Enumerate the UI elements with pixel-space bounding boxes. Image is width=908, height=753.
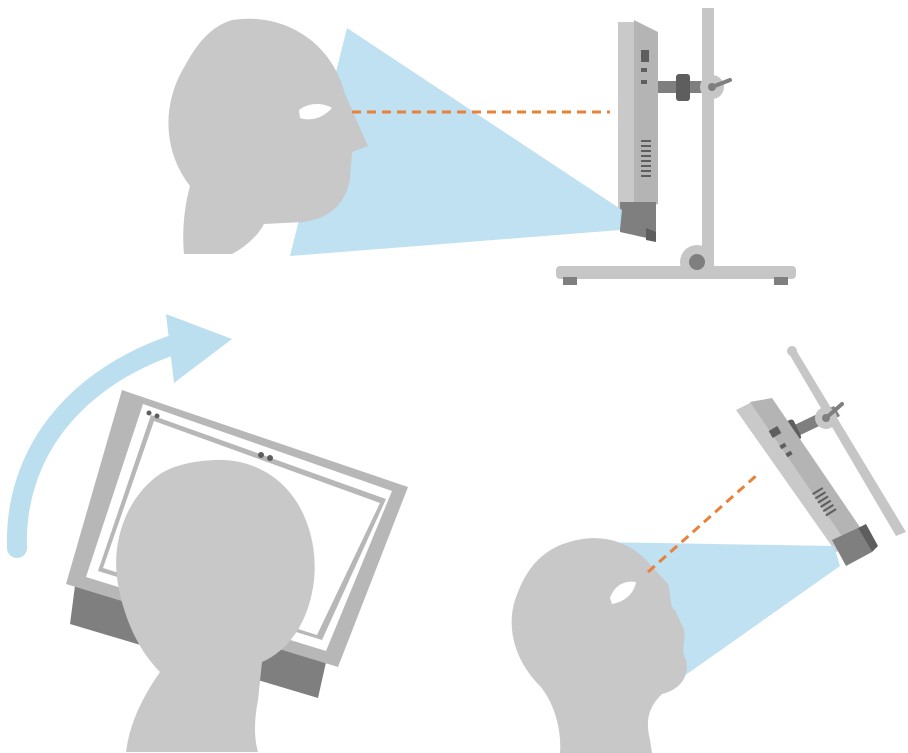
scene-bottom-right-tilted [511, 346, 906, 753]
stand-pole [788, 350, 906, 536]
stand-base [556, 245, 796, 285]
eye-icon [610, 581, 636, 604]
scene-top-upright [168, 8, 796, 285]
eye-icon [299, 104, 332, 120]
eye-tracker-monitor-icon [736, 398, 878, 566]
rotation-arrow-icon [6, 331, 195, 558]
head-silhouette-icon [116, 459, 315, 752]
gaze-line [647, 472, 759, 574]
clamp-knob-icon [650, 74, 732, 101]
scene-bottom-left-rotated [6, 314, 408, 752]
head-silhouette-icon [511, 538, 687, 753]
stand-pole [702, 8, 714, 271]
head-silhouette-icon [168, 18, 368, 255]
eye-tracker-monitor-icon [618, 20, 658, 242]
tracking-beam [290, 28, 622, 256]
